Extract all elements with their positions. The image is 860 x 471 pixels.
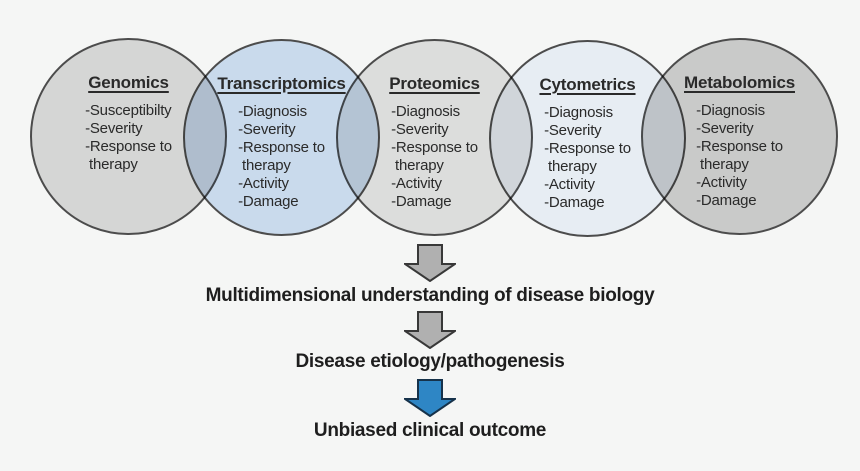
flow-step-3: Unbiased clinical outcome bbox=[313, 420, 547, 441]
circle-items: -Diagnosis -Severity -Response to therap… bbox=[544, 104, 631, 211]
venn-circle-proteomics: Proteomics -Diagnosis -Severity -Respons… bbox=[336, 39, 533, 236]
circle-title: Metabolomics bbox=[684, 73, 795, 92]
venn-circle-metabolomics: Metabolomics -Diagnosis -Severity -Respo… bbox=[641, 38, 838, 235]
down-arrow-shape bbox=[404, 244, 456, 282]
flow-step-1: Multidimensional understanding of diseas… bbox=[205, 285, 655, 306]
down-arrow-blue-icon bbox=[404, 379, 456, 417]
down-arrow-icon bbox=[404, 311, 456, 349]
circle-items: -Diagnosis -Severity -Response to therap… bbox=[696, 102, 783, 209]
flow-step-2: Disease etiology/pathogenesis bbox=[295, 351, 565, 372]
circle-title: Proteomics bbox=[389, 74, 480, 93]
circle-title: Cytometrics bbox=[539, 75, 636, 94]
down-arrow-shape bbox=[404, 311, 456, 349]
circle-items: -Diagnosis -Severity -Response to therap… bbox=[391, 103, 478, 210]
circle-title: Transcriptomics bbox=[217, 74, 346, 93]
circle-items: -Susceptibilty -Severity -Response to th… bbox=[85, 102, 172, 173]
down-arrow-icon bbox=[404, 244, 456, 282]
circle-items: -Diagnosis -Severity -Response to therap… bbox=[238, 103, 325, 210]
down-arrow-shape bbox=[404, 379, 456, 417]
circle-title: Genomics bbox=[88, 73, 169, 92]
